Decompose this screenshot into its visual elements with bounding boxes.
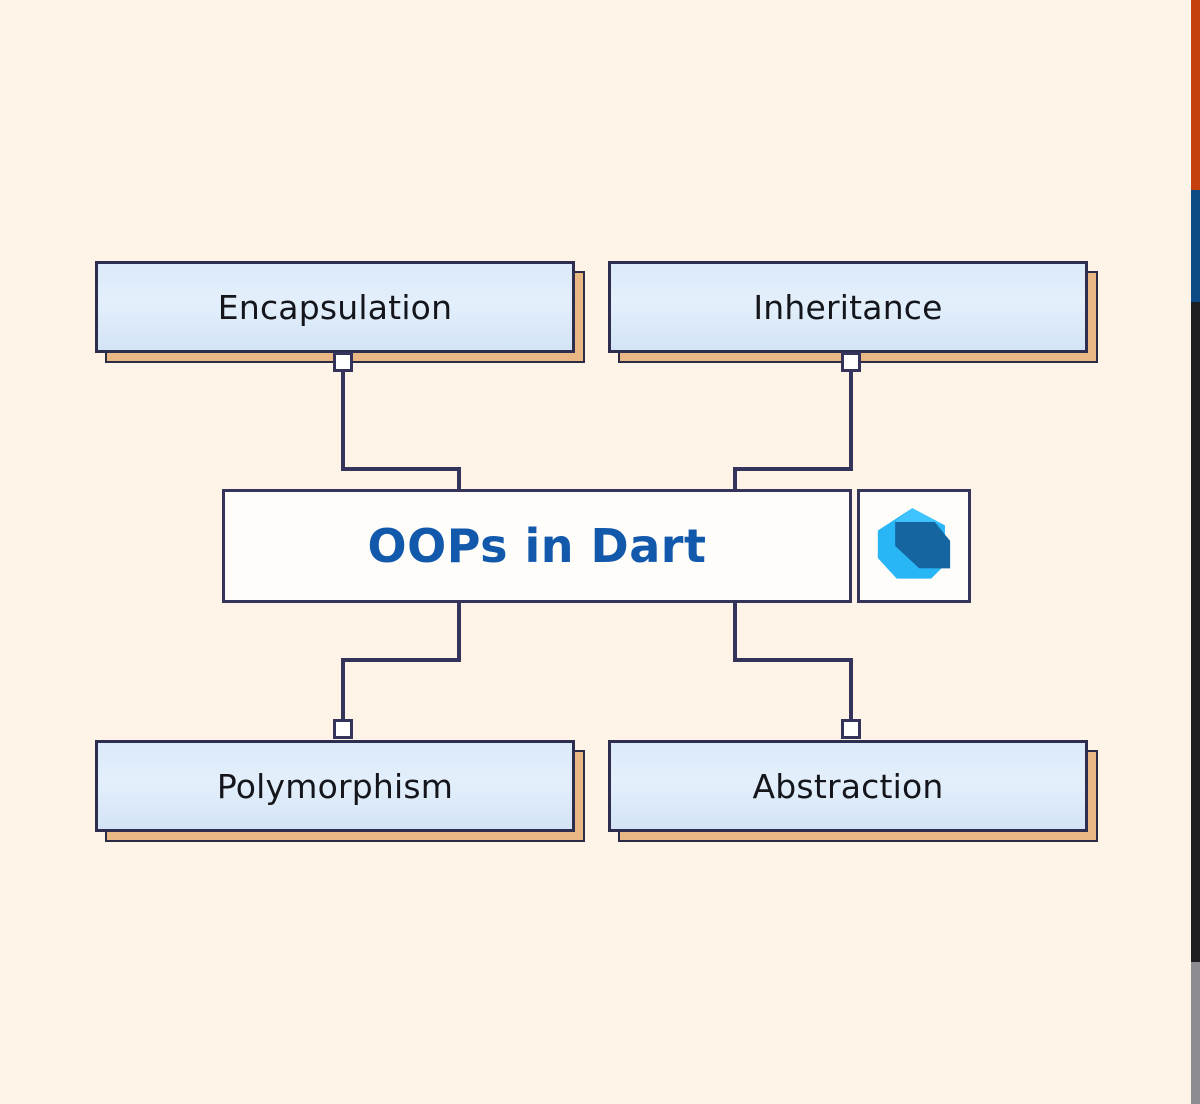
- connector-port-encapsulation: [333, 352, 353, 372]
- connector-inheritance-vertical-upper: [849, 371, 853, 471]
- edge-strip-segment: [1191, 190, 1200, 302]
- node-face: Encapsulation: [95, 261, 575, 353]
- edge-strip-segment: [1191, 962, 1200, 1104]
- connector-abstraction-vertical-lower: [849, 658, 853, 724]
- node-polymorphism[interactable]: Polymorphism: [95, 740, 585, 842]
- edge-strip-segment: [1191, 0, 1200, 190]
- connector-port-abstraction: [841, 719, 861, 739]
- connector-polymorphism-vertical-upper: [457, 600, 461, 662]
- connector-polymorphism-horizontal: [341, 658, 461, 662]
- center-node[interactable]: OOPs in Dart: [222, 489, 852, 603]
- node-face: Inheritance: [608, 261, 1088, 353]
- node-label: Encapsulation: [217, 287, 453, 327]
- node-inheritance[interactable]: Inheritance: [608, 261, 1098, 363]
- connector-port-polymorphism: [333, 719, 353, 739]
- connector-encapsulation-horizontal: [341, 467, 461, 471]
- connector-encapsulation-vertical-lower: [457, 467, 461, 492]
- connector-encapsulation-vertical-upper: [341, 371, 345, 471]
- node-label: Abstraction: [752, 766, 944, 806]
- node-label: Polymorphism: [216, 766, 454, 806]
- connector-polymorphism-vertical-lower: [341, 658, 345, 724]
- connector-abstraction-horizontal: [733, 658, 853, 662]
- edge-strip-segment: [1191, 302, 1200, 962]
- dart-logo-icon: [877, 508, 951, 579]
- node-abstraction[interactable]: Abstraction: [608, 740, 1098, 842]
- dart-logo-box: [857, 489, 971, 603]
- node-label: Inheritance: [753, 287, 943, 327]
- node-face: Abstraction: [608, 740, 1088, 832]
- connector-inheritance-horizontal: [733, 467, 853, 471]
- connector-inheritance-vertical-lower: [733, 467, 737, 492]
- connector-port-inheritance: [841, 352, 861, 372]
- node-encapsulation[interactable]: Encapsulation: [95, 261, 585, 363]
- connector-abstraction-vertical-upper: [733, 600, 737, 662]
- page-title: OOPs in Dart: [367, 519, 707, 573]
- node-face: Polymorphism: [95, 740, 575, 832]
